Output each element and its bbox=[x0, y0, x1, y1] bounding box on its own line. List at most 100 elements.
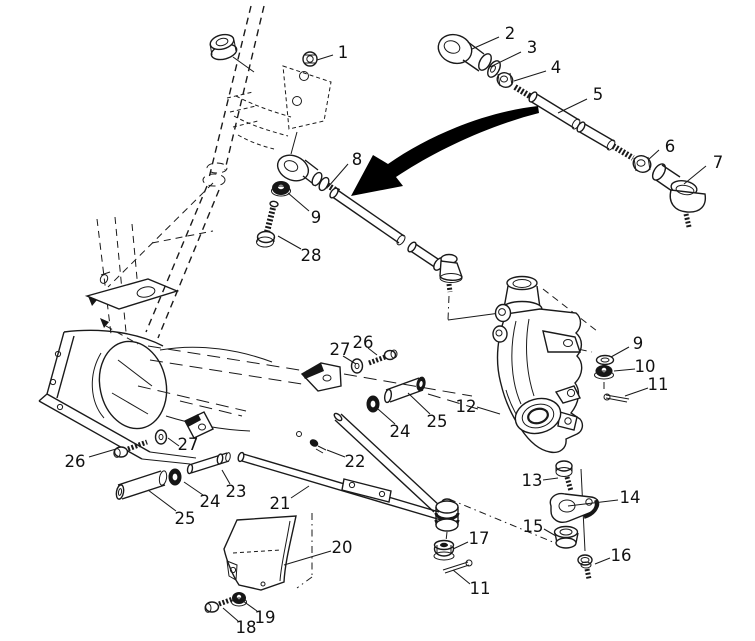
callout-leader-14-28 bbox=[567, 499, 619, 507]
callout-26-10: 26 bbox=[353, 333, 374, 352]
callout-leader-25-22 bbox=[147, 489, 177, 512]
bolt-13-drawing bbox=[555, 460, 574, 492]
tie-rod-8-drawing bbox=[256, 154, 501, 321]
bolt-18-drawing bbox=[204, 596, 234, 613]
callout-21-23: 21 bbox=[270, 494, 291, 513]
callout-9-15: 9 bbox=[633, 334, 644, 353]
washer-24-left bbox=[168, 468, 182, 486]
washer-9-right bbox=[595, 354, 615, 366]
callout-leader-11-17 bbox=[624, 387, 649, 397]
callout-16-30: 16 bbox=[611, 546, 632, 565]
callout-15-29: 15 bbox=[523, 517, 544, 536]
callout-17-26: 17 bbox=[469, 529, 490, 548]
plate-14-drawing bbox=[549, 492, 600, 523]
callout-10-16: 10 bbox=[635, 357, 656, 376]
washer-27-left bbox=[154, 429, 168, 445]
callout-9-8: 9 bbox=[311, 208, 322, 227]
steering-post-drawing bbox=[107, 5, 332, 339]
direction-arrow bbox=[351, 106, 539, 196]
callout-3-2: 3 bbox=[527, 38, 538, 57]
cotter-pin-11-bottom-drawing bbox=[442, 559, 473, 574]
callout-leader-2-1 bbox=[471, 36, 500, 50]
callout-leader-1-0 bbox=[316, 54, 334, 61]
adjuster-sleeve-5-drawing bbox=[513, 84, 635, 161]
bolt-16-drawing bbox=[577, 554, 593, 580]
aarm-ball-joint bbox=[434, 498, 460, 542]
callout-leader-9-15 bbox=[610, 346, 630, 358]
callout-leader-17-26 bbox=[452, 541, 469, 550]
callout-18-32: 18 bbox=[236, 618, 257, 637]
bolt-26-left bbox=[127, 439, 148, 452]
callout-27-11: 27 bbox=[330, 340, 351, 359]
post-flange-nut bbox=[209, 33, 255, 73]
callout-25-13: 25 bbox=[427, 412, 448, 431]
callout-leader-4-3 bbox=[513, 70, 547, 82]
callout-19-33: 19 bbox=[255, 608, 276, 627]
callout-14-28: 14 bbox=[620, 488, 641, 507]
callout-leader-23-20 bbox=[221, 469, 231, 485]
callout-leader-26-18 bbox=[88, 448, 117, 458]
bolt-28-drawing bbox=[256, 200, 279, 248]
callout-12-14: 12 bbox=[456, 397, 477, 416]
callout-13-27: 13 bbox=[522, 471, 543, 490]
tie-rod-end-7-drawing bbox=[651, 163, 707, 228]
cap-15-drawing bbox=[553, 525, 579, 549]
callout-leader-8-7 bbox=[327, 163, 349, 188]
tie-rod-8-end-drawing bbox=[439, 253, 501, 321]
callout-23-20: 23 bbox=[226, 482, 247, 501]
callout-leader-21-23 bbox=[290, 485, 310, 499]
rod-end-2-drawing bbox=[437, 33, 501, 78]
callout-24-21: 24 bbox=[200, 492, 221, 511]
cotter-pin-11-right-drawing bbox=[603, 393, 630, 403]
nut-1-drawing bbox=[302, 51, 318, 67]
callout-leader-5-4 bbox=[557, 98, 588, 114]
pivot-shaft-23 bbox=[186, 452, 231, 475]
frame-drawing bbox=[38, 216, 479, 465]
bushing-25-left bbox=[115, 470, 168, 500]
callout-leader-3-2 bbox=[489, 51, 522, 68]
callout-leader-9-8 bbox=[287, 192, 310, 212]
spindle-hardware-drawing bbox=[594, 354, 630, 403]
callout-11-31: 11 bbox=[470, 579, 491, 598]
callout-leader-10-16 bbox=[613, 368, 636, 372]
callout-leader-18-32 bbox=[222, 607, 239, 622]
callout-7-6: 7 bbox=[713, 153, 724, 172]
callout-leader-24-12 bbox=[377, 408, 396, 425]
callout-leader-12-14 bbox=[476, 406, 501, 415]
callouts: 1234567892826272425129101126272324252122… bbox=[65, 24, 724, 637]
tie-rod-assembly-drawing bbox=[437, 33, 707, 228]
callout-leader-24-21 bbox=[183, 481, 204, 496]
castle-nut-10 bbox=[594, 365, 614, 380]
frame-bracket-plate bbox=[84, 278, 180, 310]
bushing-25-top bbox=[383, 376, 426, 404]
callout-26-18: 26 bbox=[65, 452, 86, 471]
jam-nut-6-drawing bbox=[632, 155, 652, 173]
washer-27-top bbox=[350, 358, 364, 374]
callout-leader-16-30 bbox=[594, 557, 611, 565]
callout-1-0: 1 bbox=[338, 43, 349, 62]
washer-24-top bbox=[366, 395, 380, 413]
callout-8-7: 8 bbox=[352, 150, 363, 169]
shield-20-drawing bbox=[204, 513, 313, 613]
callout-22-24: 22 bbox=[345, 452, 366, 471]
callout-6-5: 6 bbox=[665, 137, 676, 156]
callout-leader-13-27 bbox=[542, 477, 559, 481]
callout-leader-15-29 bbox=[543, 528, 557, 537]
steering-arm-tab bbox=[542, 330, 581, 353]
callout-leader-7-6 bbox=[683, 165, 707, 185]
rod-end-collar-3 bbox=[478, 53, 492, 71]
callout-leader-6-5 bbox=[647, 149, 660, 161]
balljoint-mount-drawing bbox=[448, 460, 600, 580]
nut-17-drawing bbox=[433, 539, 455, 561]
jam-nut-4-drawing bbox=[496, 72, 514, 88]
post-mount-plate bbox=[282, 65, 332, 130]
callout-25-22: 25 bbox=[175, 509, 196, 528]
callout-leader-20-25 bbox=[283, 550, 332, 566]
bolt-26-top bbox=[368, 354, 386, 366]
callout-24-12: 24 bbox=[390, 422, 411, 441]
knuckle-drawing bbox=[492, 275, 598, 454]
flange-nut-9-top-drawing bbox=[271, 181, 291, 197]
nut-19-drawing bbox=[231, 592, 247, 607]
